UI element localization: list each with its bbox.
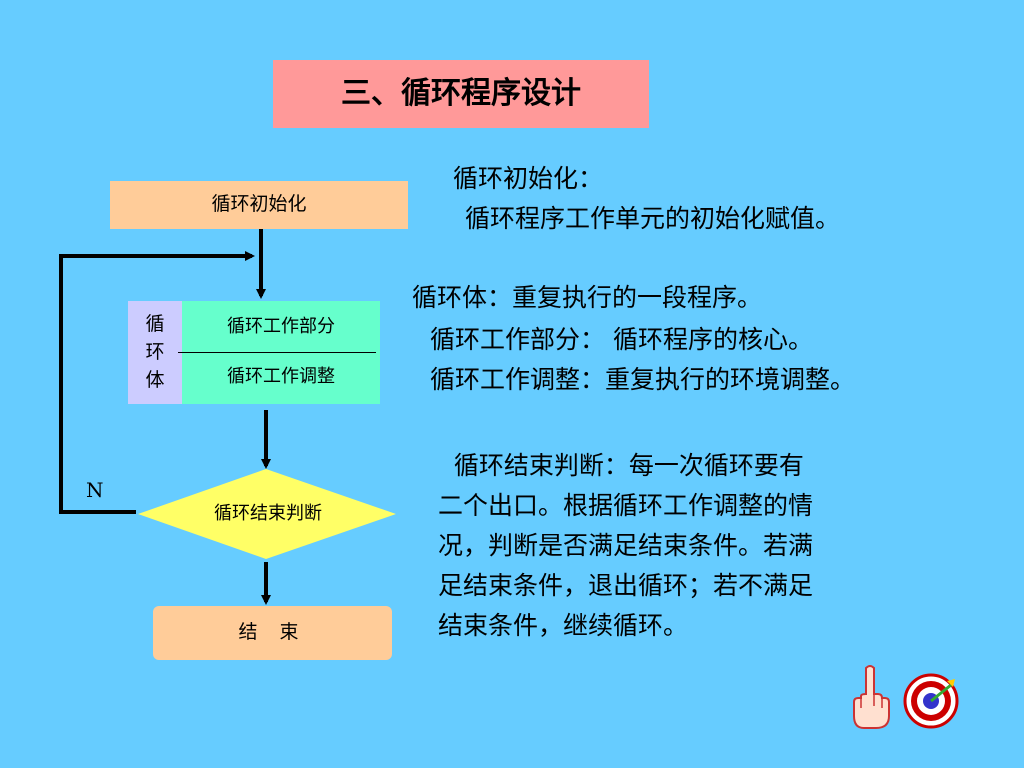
end-box: 结 束 — [153, 606, 392, 660]
loop-work-part: 循环工作部分 — [227, 316, 335, 337]
work-adjust-line: 循环工作调整：重复执行的环境调整。 — [430, 365, 856, 394]
decision-diamond — [138, 469, 396, 559]
decision-label: 循环结束判断 — [214, 503, 322, 524]
target-icon[interactable] — [903, 673, 959, 729]
paragraph-line: 足结束条件，退出循环；若不满足 — [438, 571, 814, 600]
page-title: 三、循环程序设计 — [273, 60, 649, 128]
init-box: 循环初始化 — [110, 181, 408, 229]
no-branch-label: N — [86, 478, 104, 502]
body-heading: 循环体：重复执行的一段程序。 — [412, 283, 763, 312]
loop-work-adjust: 循环工作调整 — [227, 366, 335, 387]
loop-body-label: 循 环 体 — [128, 301, 182, 404]
paragraph-line: 二个出口。根据循环工作调整的情 — [438, 491, 814, 520]
init-heading: 循环初始化： — [453, 164, 604, 193]
paragraph-line: 况，判断是否满足结束条件。若满 — [438, 531, 814, 560]
paragraph-line: 结束条件，继续循环。 — [438, 611, 689, 640]
paragraph-line: 循环结束判断：每一次循环要有 — [438, 451, 804, 480]
init-description: 循环程序工作单元的初始化赋值。 — [465, 204, 841, 233]
work-part-line: 循环工作部分： 循环程序的核心。 — [430, 325, 813, 354]
body-side-char: 循 — [145, 313, 165, 335]
pointing-hand-icon[interactable] — [848, 664, 892, 730]
body-side-char: 体 — [145, 369, 165, 391]
loop-back-arrow — [59, 251, 255, 514]
loop-body-box: 循 环 体 循环工作部分 循环工作调整 — [128, 301, 380, 404]
body-side-char: 环 — [145, 341, 165, 363]
decision-paragraph: 循环结束判断：每一次循环要有 二个出口。根据循环工作调整的情 况，判断是否满足结… — [438, 446, 963, 646]
body-divider — [178, 352, 376, 353]
